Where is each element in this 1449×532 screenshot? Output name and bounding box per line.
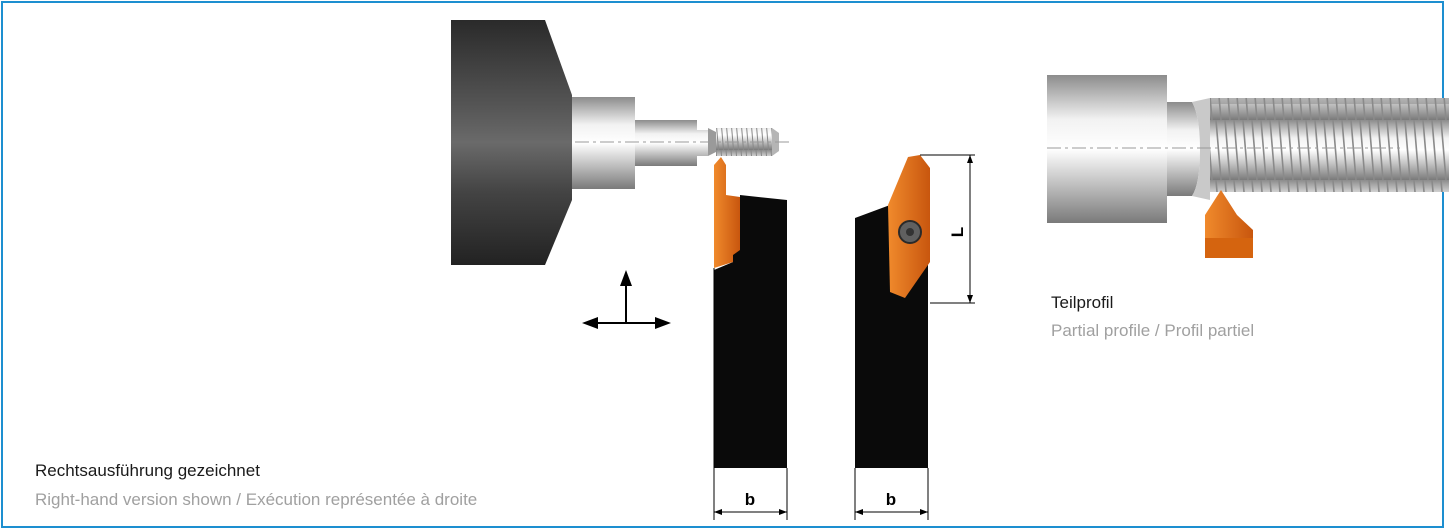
tool-side-view: L b: [854, 154, 975, 520]
profile-thread: [1210, 98, 1449, 192]
caption-partial-profile-en-fr: Partial profile / Profil partiel: [1051, 321, 1255, 340]
feed-direction-arrows: [582, 270, 671, 329]
tool-front-view: b: [713, 157, 788, 520]
workpiece-large-diameter: [572, 97, 635, 189]
chuck-body: [451, 20, 572, 265]
dimension-b-side: b: [886, 490, 896, 509]
arrow-left-icon: [582, 317, 598, 329]
chuck-and-workpiece: [451, 20, 790, 265]
caption-right-hand-de: Rechtsausführung gezeichnet: [35, 461, 260, 480]
workpiece-step: [635, 120, 708, 166]
arrow-right-icon: [655, 317, 671, 329]
insert-front: [714, 157, 740, 268]
partial-profile-view: [1047, 75, 1449, 258]
caption-right-hand-en-fr: Right-hand version shown / Exécution rep…: [35, 490, 478, 509]
arrow-up-icon: [620, 270, 632, 286]
profile-large-diameter: [1047, 75, 1167, 223]
profile-relief-neck: [1167, 102, 1200, 196]
holder-front-body: [714, 195, 787, 468]
dimension-L: L: [948, 227, 967, 237]
caption-partial-profile-de: Teilprofil: [1051, 293, 1114, 312]
dimension-b-front: b: [745, 490, 755, 509]
